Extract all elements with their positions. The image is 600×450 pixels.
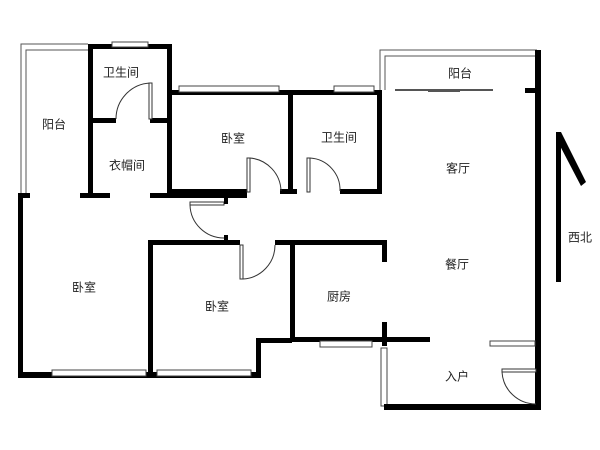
- walls-entrance: [380, 340, 541, 410]
- room-label-bedroom-south: 卧室: [204, 299, 230, 314]
- room-label-dining-room: 餐厅: [444, 257, 470, 272]
- window-bath1: [111, 41, 149, 48]
- room-label-bedroom-southwest: 卧室: [71, 280, 97, 295]
- window-kitchen: [319, 340, 373, 348]
- door-bedroom-south: [239, 244, 276, 280]
- walls-west: [18, 193, 256, 378]
- room-label-kitchen: 厨房: [326, 289, 352, 304]
- window-bath2: [333, 85, 375, 93]
- compass-arrow-icon: [556, 132, 586, 282]
- window-bedroom-south: [156, 369, 252, 377]
- balcony-west-outline: [20, 43, 88, 196]
- window-bedroom-sw: [51, 369, 147, 377]
- door-bath2: [306, 157, 341, 193]
- room-label-cloakroom: 衣帽间: [108, 158, 146, 173]
- room-label-balcony-west: 阳台: [41, 117, 67, 132]
- room-label-entrance: 入户: [444, 369, 470, 384]
- room-label-living-room: 客厅: [445, 161, 471, 176]
- room-label-bathroom-2: 卫生间: [320, 130, 358, 145]
- walls-kitchen: [256, 240, 430, 378]
- room-label-balcony-east: 阳台: [447, 66, 473, 81]
- compass-direction-label: 西北: [567, 230, 593, 245]
- balcony-east-outline: [379, 49, 537, 93]
- door-bedroom-north: [246, 157, 282, 193]
- room-label-bedroom-north: 卧室: [220, 131, 246, 146]
- room-label-bathroom-1: 卫生间: [102, 65, 140, 80]
- wall-east: [535, 50, 541, 410]
- window-bedroom-north: [178, 85, 280, 93]
- door-bath1: [115, 82, 153, 120]
- door-corridor: [189, 198, 228, 242]
